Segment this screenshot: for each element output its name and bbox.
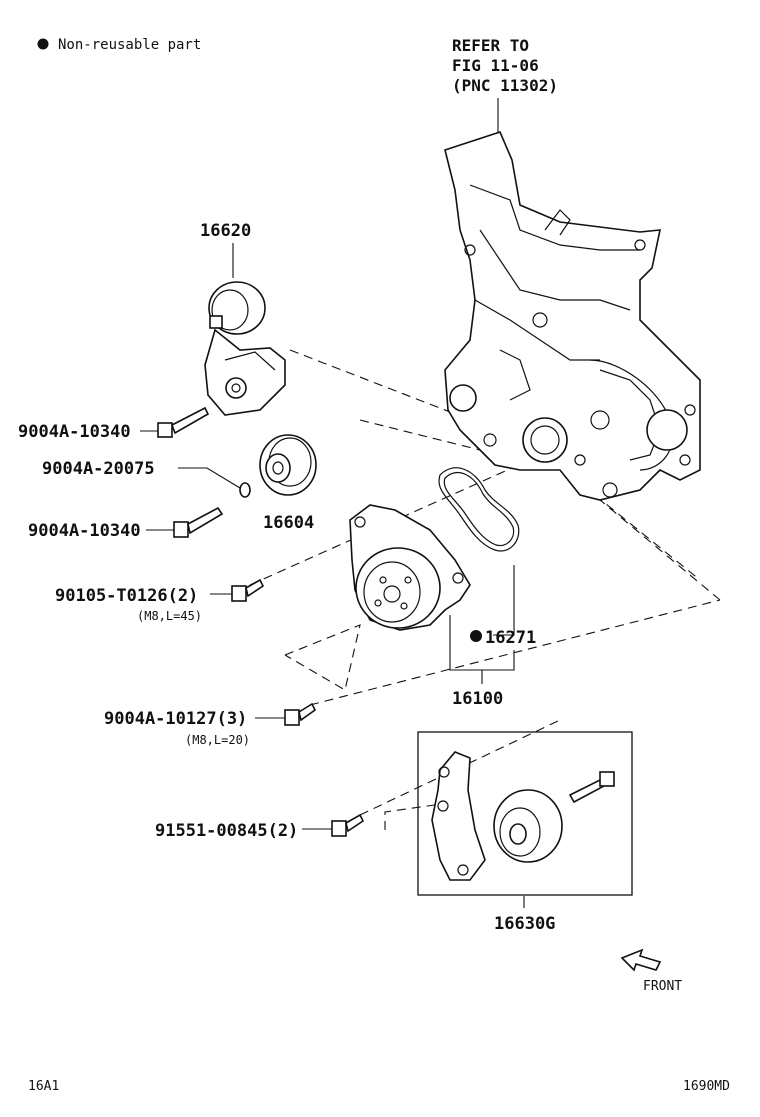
refer-line-3: (PNC 11302)	[452, 76, 558, 95]
washer-9004a-20075: 9004A-20075	[42, 459, 251, 498]
legend-text: Non-reusable part	[58, 37, 201, 53]
idler-kit-16630g: 16630G	[417, 731, 633, 934]
spec-90105-t0126: (M8,L=45)	[137, 609, 202, 623]
callout-9004a-20075: 9004A-20075	[42, 459, 155, 479]
callout-16271: 16271	[485, 628, 536, 648]
front-arrow-icon	[620, 948, 662, 972]
callout-16620: 16620	[200, 221, 251, 241]
front-label: FRONT	[643, 979, 682, 994]
gasket-16271: 16271	[438, 467, 536, 648]
refer-line-2: FIG 11-06	[452, 56, 539, 75]
callout-16100: 16100	[452, 689, 503, 709]
callout-9004a-10340-top: 9004A-10340	[18, 422, 131, 442]
spec-9004a-10127: (M8,L=20)	[185, 733, 250, 747]
bolt-91551-00845: 91551-00845(2)	[155, 813, 365, 841]
timing-chain-cover	[444, 131, 701, 501]
callout-91551-00845: 91551-00845(2)	[155, 821, 298, 841]
refer-line-1: REFER TO	[452, 36, 529, 55]
callout-16604: 16604	[263, 513, 314, 533]
tensioner-assembly: 16620	[200, 221, 286, 416]
idler-pulley-16604: 16604	[259, 434, 317, 533]
water-pump-16100: 16100	[349, 504, 515, 709]
non-reusable-marker-icon	[470, 630, 482, 642]
bolt-9004a-10340-top: 9004A-10340	[18, 406, 210, 442]
callout-90105-t0126: 90105-T0126(2)	[55, 586, 198, 606]
callout-9004a-10340-mid: 9004A-10340	[28, 521, 141, 541]
bolt-9004a-10127: 9004A-10127(3) (M8,L=20)	[104, 702, 317, 747]
refer-note: REFER TO FIG 11-06 (PNC 11302)	[452, 36, 558, 150]
non-reusable-bullet-icon	[37, 38, 49, 50]
footer-right-code: 1690MD	[683, 1079, 730, 1094]
bolt-90105-t0126: 90105-T0126(2) (M8,L=45)	[55, 578, 265, 623]
callout-9004a-10127: 9004A-10127(3)	[104, 709, 247, 729]
front-direction: FRONT	[620, 948, 682, 994]
callout-16630g: 16630G	[494, 914, 555, 934]
footer-left-code: 16A1	[28, 1079, 59, 1094]
bolt-9004a-10340-mid: 9004A-10340	[28, 506, 224, 541]
